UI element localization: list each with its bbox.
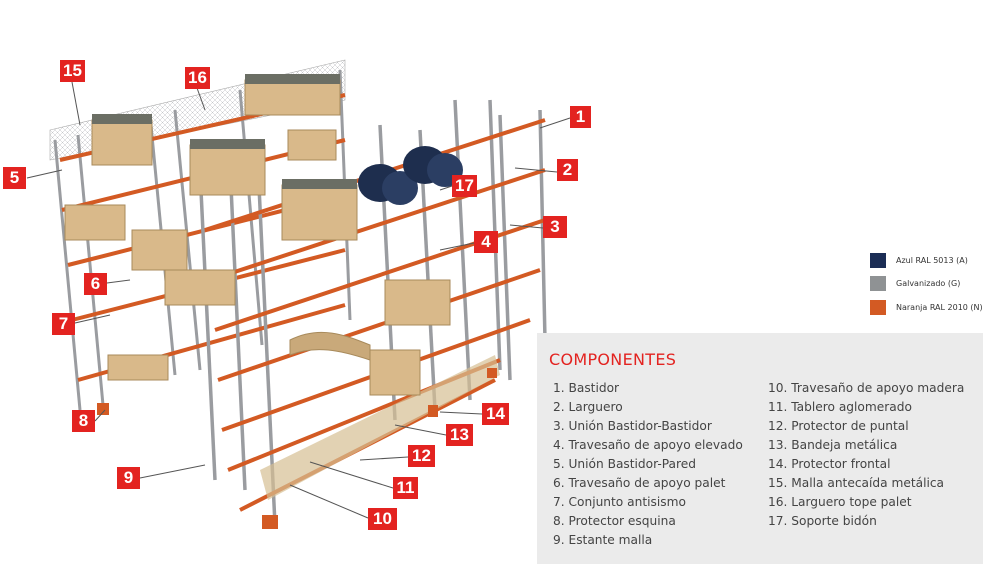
legend-label: Galvanizado (G) — [896, 279, 961, 288]
list-item: 11. Tablero aglomerado — [768, 400, 912, 414]
callout-1: 1 — [570, 106, 591, 128]
callout-11: 11 — [393, 477, 418, 499]
callout-10: 10 — [368, 508, 397, 530]
components-list-right: 10. Travesaño de apoyo madera 11. Tabler… — [768, 379, 964, 531]
callout-7: 7 — [52, 313, 75, 335]
list-item: 1. Bastidor — [553, 381, 620, 395]
callout-15: 15 — [60, 60, 85, 82]
callout-13: 13 — [446, 424, 473, 446]
legend-label: Naranja RAL 2010 (N) — [896, 303, 983, 312]
list-item: 10. Travesaño de apoyo madera — [768, 381, 965, 395]
legend-swatch — [870, 276, 886, 291]
list-item: 15. Malla antecaída metálica — [768, 476, 945, 490]
callout-leader-lines — [26, 81, 571, 519]
list-item: 12. Protector de puntal — [768, 419, 909, 433]
panel-title: COMPONENTES — [549, 350, 677, 369]
corner-protectors — [97, 368, 497, 529]
legend-swatch — [870, 300, 886, 315]
list-item: 9. Estante malla — [553, 533, 653, 547]
list-item: 2. Larguero — [553, 400, 623, 414]
list-item: 3. Unión Bastidor-Bastidor — [553, 419, 712, 433]
legend-label: Azul RAL 5013 (A) — [896, 256, 968, 265]
list-item: 13. Bandeja metálica — [768, 438, 898, 452]
callout-6: 6 — [84, 273, 107, 295]
list-item: 16. Larguero tope palet — [768, 495, 912, 509]
components-list-left: 1. Bastidor 2. Larguero 3. Unión Bastido… — [553, 379, 743, 550]
list-item: 7. Conjunto antisismo — [553, 495, 686, 509]
callout-4: 4 — [474, 231, 498, 253]
callout-9: 9 — [117, 467, 140, 489]
drums — [358, 146, 463, 205]
list-item: 8. Protector esquina — [553, 514, 676, 528]
pallet-boxes — [64, 74, 451, 396]
list-item: 6. Travesaño de apoyo palet — [553, 476, 726, 490]
bottom-deck — [260, 355, 500, 500]
callout-5: 5 — [3, 167, 26, 189]
callout-12: 12 — [408, 445, 435, 467]
callout-14: 14 — [482, 403, 509, 425]
callout-2: 2 — [557, 159, 578, 181]
list-item: 4. Travesaño de apoyo elevado — [553, 438, 743, 452]
legend-swatch — [870, 253, 886, 268]
callout-17: 17 — [452, 175, 477, 197]
callout-16: 16 — [185, 67, 210, 89]
callout-3: 3 — [543, 216, 567, 238]
list-item: 14. Protector frontal — [768, 457, 891, 471]
components-panel: COMPONENTES 1. Bastidor 2. Larguero 3. U… — [537, 333, 983, 564]
list-item: 5. Unión Bastidor-Pared — [553, 457, 696, 471]
callout-8: 8 — [72, 410, 95, 432]
list-item: 17. Soporte bidón — [768, 514, 877, 528]
